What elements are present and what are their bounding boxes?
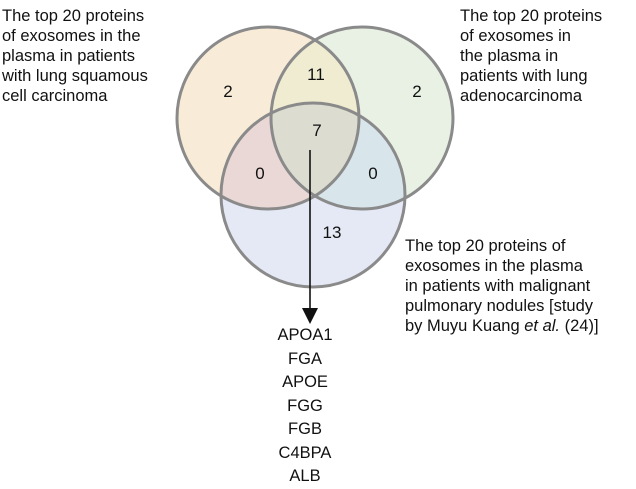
count-adc-mpn: 0 <box>368 164 377 183</box>
mpn-label-line: in patients with malignant <box>405 277 591 295</box>
count-lsc-only: 2 <box>223 82 232 101</box>
lsc-label-line: cell carcinoma <box>2 87 108 105</box>
count-adc-only: 2 <box>412 82 421 101</box>
protein-item: C4BPA <box>278 443 332 462</box>
protein-item: APOA1 <box>277 326 333 344</box>
mpn-label-line: exosomes in the plasma <box>405 257 583 275</box>
count-all-three: 7 <box>312 121 321 140</box>
adc-label-line: of exosomes in <box>460 27 571 45</box>
count-lsc-adc: 11 <box>307 65 325 84</box>
protein-item: ALB <box>289 467 321 485</box>
adc-label-line: the plasma in <box>460 47 559 65</box>
citation-prefix: by Muyu Kuang <box>405 317 525 335</box>
lsc-label-line: with lung squamous <box>2 67 148 85</box>
count-mpn-only: 13 <box>323 223 342 242</box>
protein-item: FGG <box>287 396 323 415</box>
shared-protein-list: APOA1 FGA APOE FGG FGB C4BPA ALB <box>250 324 360 489</box>
lsc-set-label: The top 20 proteins of exosomes in the p… <box>2 6 148 106</box>
adc-circle-outline <box>269 25 455 211</box>
mpn-label-line: pulmonary nodules [study <box>405 297 594 315</box>
protein-item: APOE <box>282 373 328 391</box>
mpn-label-line: The top 20 proteins of <box>405 237 566 255</box>
citation-suffix: (24)] <box>560 317 599 335</box>
lsc-circle-outline <box>175 25 361 211</box>
count-lsc-mpn: 0 <box>255 164 264 183</box>
adc-label-line: The top 20 proteins <box>460 7 603 25</box>
mpn-set-label: The top 20 proteins of exosomes in the p… <box>405 236 599 336</box>
lsc-label-line: of exosomes in the <box>2 27 141 45</box>
mpn-circle-outline <box>219 101 407 289</box>
adc-label-line: adenocarcinoma <box>460 87 582 105</box>
mpn-label-citation-line: by Muyu Kuang et al. (24)] <box>405 316 599 336</box>
lsc-label-line: plasma in patients <box>2 47 135 65</box>
adc-set-label: The top 20 proteins of exosomes in the p… <box>460 6 602 106</box>
protein-item: FGA <box>288 349 322 368</box>
adc-label-line: patients with lung <box>460 67 588 85</box>
protein-item: FGB <box>288 420 322 438</box>
citation-et-al: et al. <box>524 317 561 335</box>
lsc-label-line: The top 20 proteins <box>2 7 145 25</box>
